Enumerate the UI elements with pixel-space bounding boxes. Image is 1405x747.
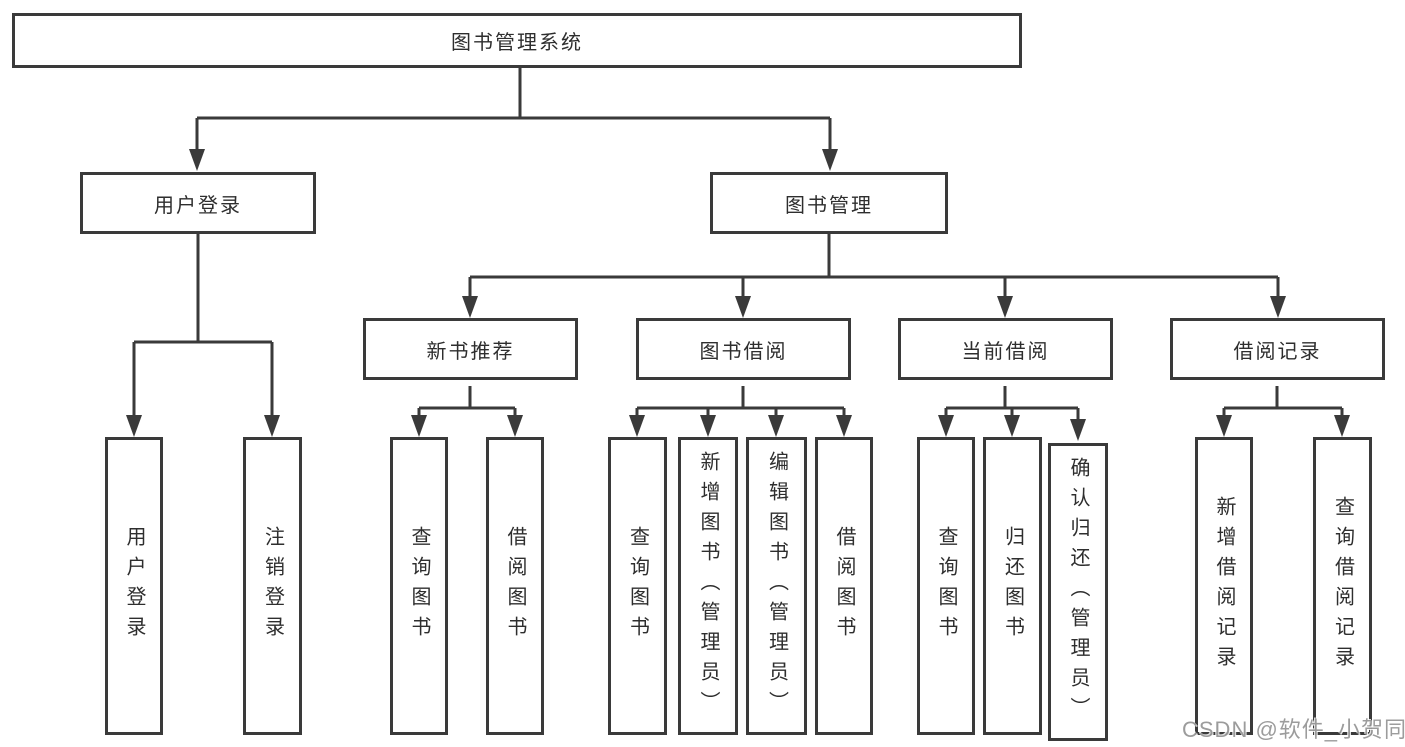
leaf-return-book: 归还图书 [983,437,1042,735]
leaf-add-book-admin-label: 新增图书（管理员） [697,451,719,721]
leaf-logout-label: 注销登录 [261,526,284,646]
node-user-login-label: 用户登录 [154,194,242,217]
leaf-edit-book-admin-label: 编辑图书（管理员） [765,451,788,721]
csdn-watermark: CSDN @软件_小贺同学 [1182,717,1405,742]
leaf-borrow-books-2: 借阅图书 [815,437,873,735]
leaf-borrow-books-1: 借阅图书 [486,437,544,735]
leaf-query-books-3: 查询图书 [917,437,975,735]
node-book-management: 图书管理 [710,172,948,234]
node-borrow-record: 借阅记录 [1170,318,1385,380]
leaf-borrow-books-2-label: 借阅图书 [833,526,855,646]
connector-book-borrow-to-leaves [629,386,852,437]
leaf-borrow-books-1-label: 借阅图书 [504,526,526,646]
leaf-edit-book-admin: 编辑图书（管理员） [746,437,807,735]
node-user-login: 用户登录 [80,172,316,234]
leaf-add-borrow-record-label: 新增借阅记录 [1213,496,1235,676]
leaf-return-book-label: 归还图书 [1001,526,1024,646]
node-current-borrow: 当前借阅 [898,318,1113,380]
node-new-book-recommend: 新书推荐 [363,318,578,380]
node-root-system: 图书管理系统 [12,13,1022,68]
leaf-user-login-label: 用户登录 [123,526,145,646]
connector-new-book-recommend-to-leaves [411,386,523,437]
connector-current-borrow-to-leaves [938,386,1086,441]
connector-user-login-to-leaves [126,233,280,437]
node-new-book-recommend-label: 新书推荐 [426,340,515,363]
connector-root-to-level2 [189,68,838,171]
node-book-borrow: 图书借阅 [636,318,851,380]
leaf-query-borrow-record-label: 查询借阅记录 [1331,496,1354,676]
leaf-query-books-1: 查询图书 [390,437,448,735]
leaf-query-books-2-label: 查询图书 [626,526,649,646]
connector-borrow-record-to-leaves [1216,386,1350,437]
connector-book-management-to-level3 [462,233,1286,318]
leaf-logout: 注销登录 [243,437,302,735]
leaf-query-borrow-record: 查询借阅记录 [1313,437,1372,735]
leaf-add-book-admin: 新增图书（管理员） [678,437,738,735]
leaf-confirm-return-admin: 确认归还（管理员） [1048,443,1108,741]
node-borrow-record-label: 借阅记录 [1233,340,1322,363]
leaf-confirm-return-admin-label: 确认归还（管理员） [1067,457,1089,727]
leaf-query-books-2: 查询图书 [608,437,667,735]
node-root-system-label: 图书管理系统 [451,32,583,54]
leaf-user-login: 用户登录 [105,437,163,735]
leaf-query-books-1-label: 查询图书 [408,526,430,646]
leaf-query-books-3-label: 查询图书 [935,526,957,646]
node-book-management-label: 图书管理 [785,194,873,217]
leaf-add-borrow-record: 新增借阅记录 [1195,437,1253,735]
node-book-borrow-label: 图书借阅 [699,340,788,363]
node-current-borrow-label: 当前借阅 [961,340,1050,363]
